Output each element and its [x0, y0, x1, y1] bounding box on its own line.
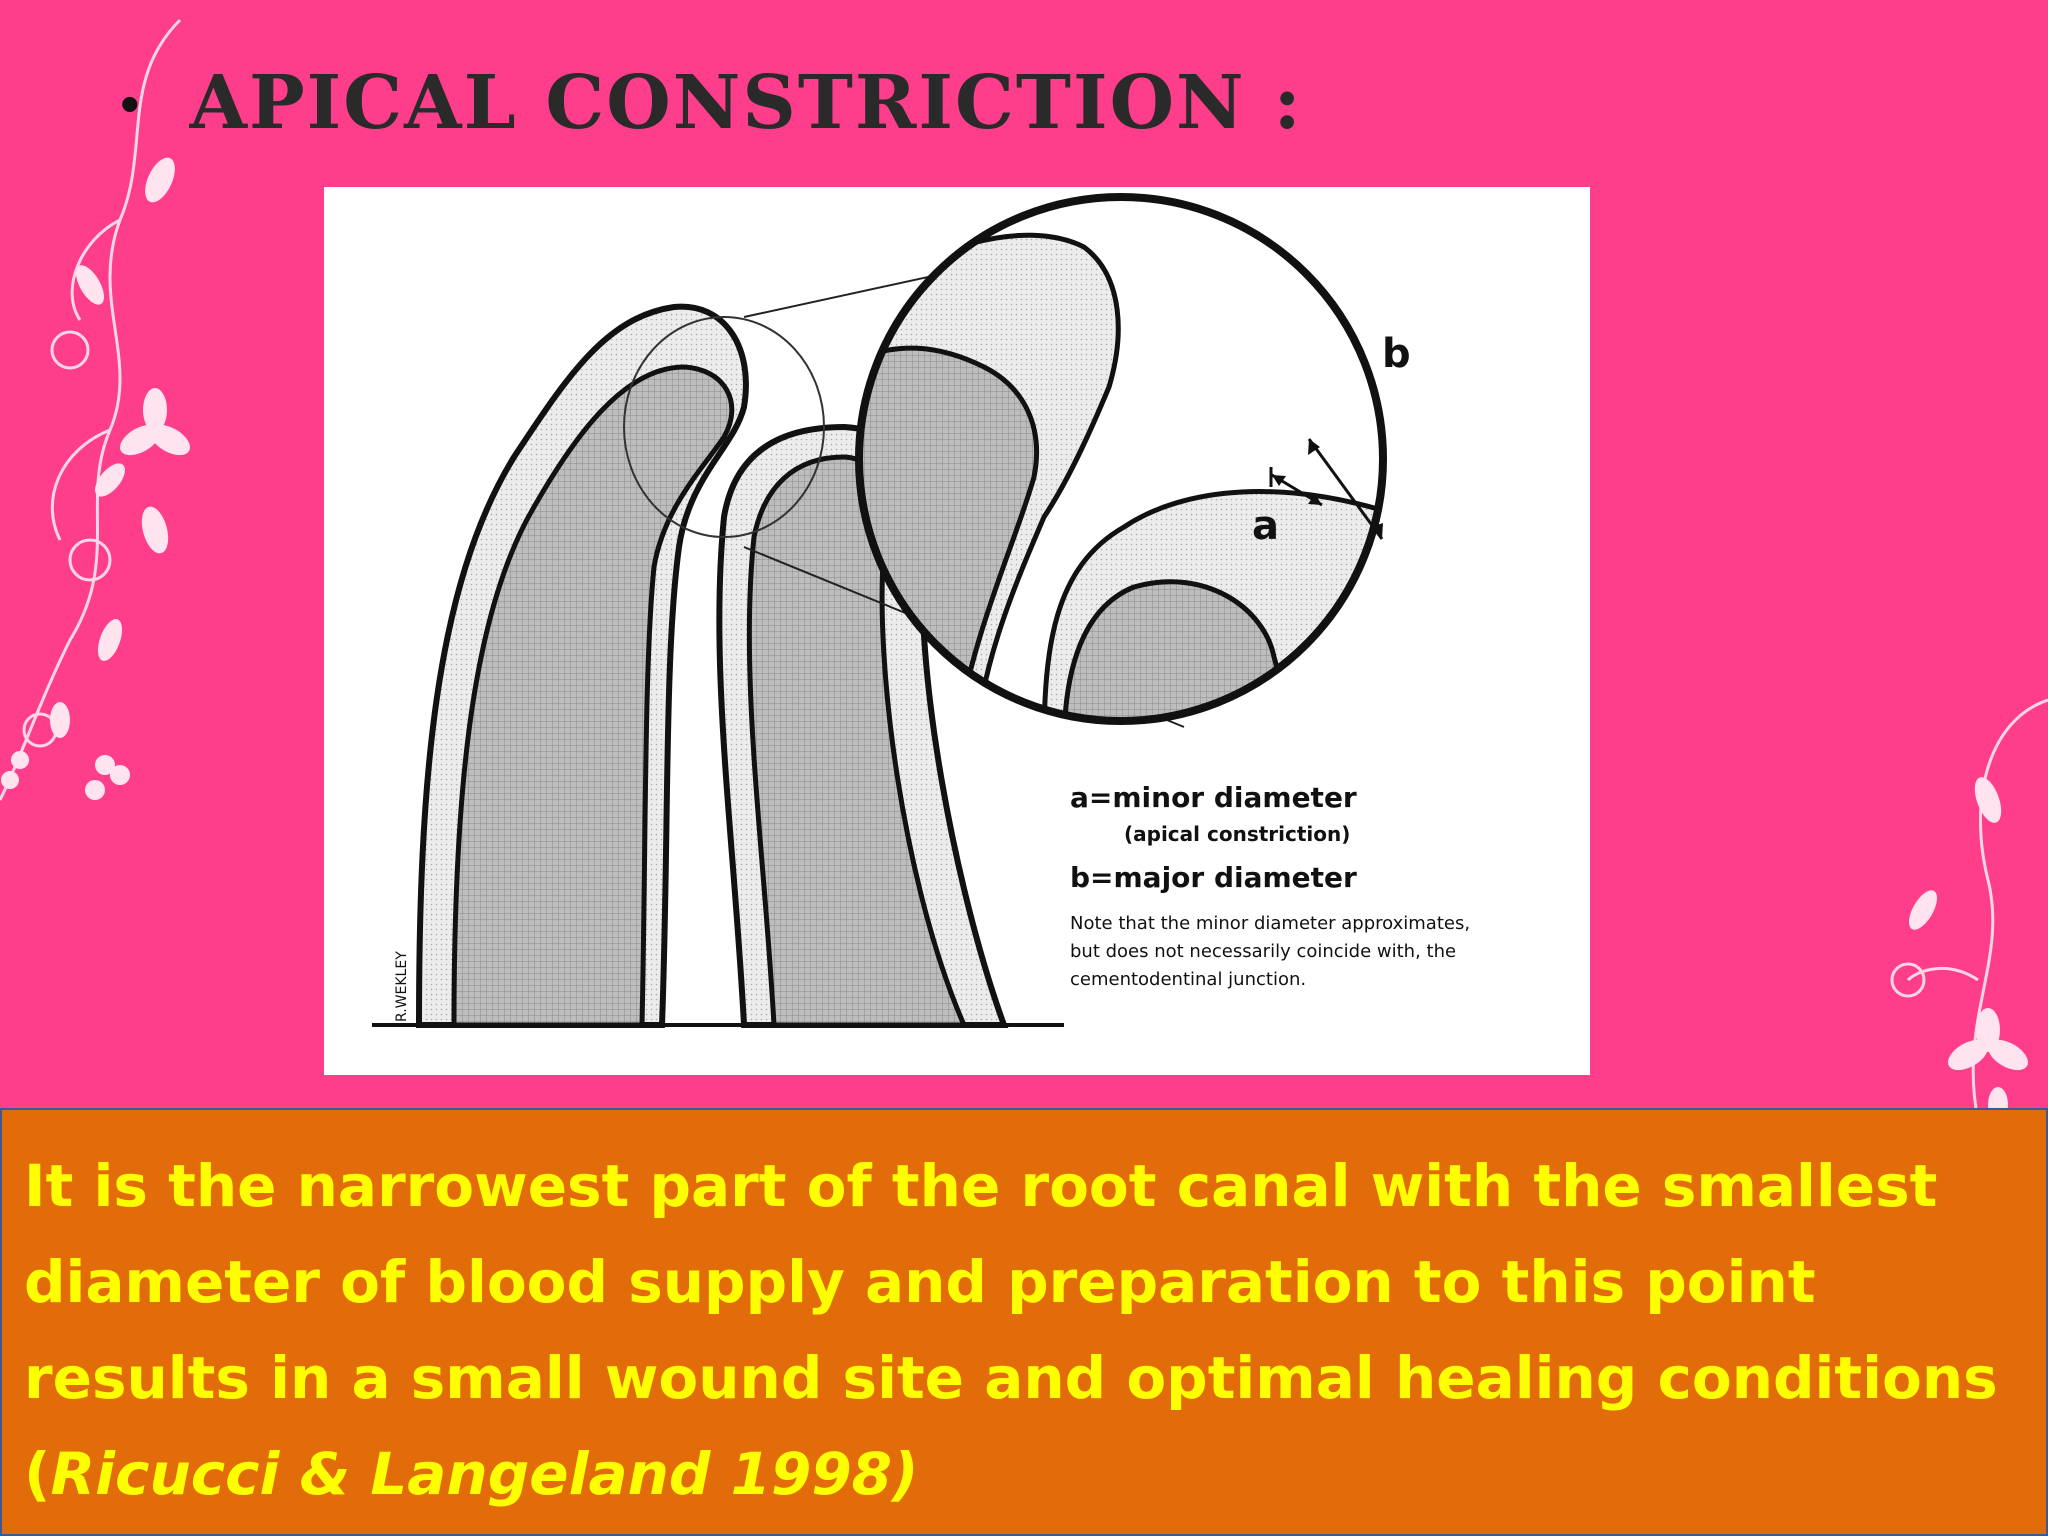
floral-vine-left — [0, 18, 190, 801]
floral-vine-right — [1890, 698, 2048, 1123]
legend-note-1: Note that the minor diameter approximate… — [1070, 913, 1470, 934]
magnified-view — [855, 193, 1387, 725]
definition-text: It is the narrowest part of the root can… — [24, 1138, 2024, 1522]
citation: Ricucci & Langeland 1998) — [50, 1440, 919, 1508]
left-root-dentin — [451, 364, 735, 1028]
artist-signature: R.WEKLEY — [394, 951, 410, 1022]
legend-note-2: but does not necessarily coincide with, … — [1070, 941, 1456, 962]
definition-box: It is the narrowest part of the root can… — [0, 1108, 2048, 1536]
legend-a: a=minor diameter — [1070, 781, 1357, 814]
right-root-dentin — [746, 454, 968, 1028]
slide-title-row: • Apical constriction : — [120, 48, 1303, 158]
root-apex-diagram: b a a=minor diameter (apical constrictio… — [372, 193, 1470, 1028]
definition-body: It is the narrowest part of the root can… — [24, 1152, 1998, 1508]
legend-note-3: cementodentinal junction. — [1070, 969, 1306, 990]
legend-a-sub: (apical constriction) — [1124, 822, 1350, 846]
apex-zoom-circle — [623, 316, 825, 538]
title-bullet: • — [120, 71, 140, 135]
label-b: b — [1382, 331, 1411, 377]
slide-title: Apical constriction : — [189, 60, 1303, 146]
legend-b: b=major diameter — [1070, 861, 1357, 894]
label-a: a — [1252, 503, 1279, 549]
apical-constriction-figure: b a a=minor diameter (apical constrictio… — [324, 187, 1590, 1075]
